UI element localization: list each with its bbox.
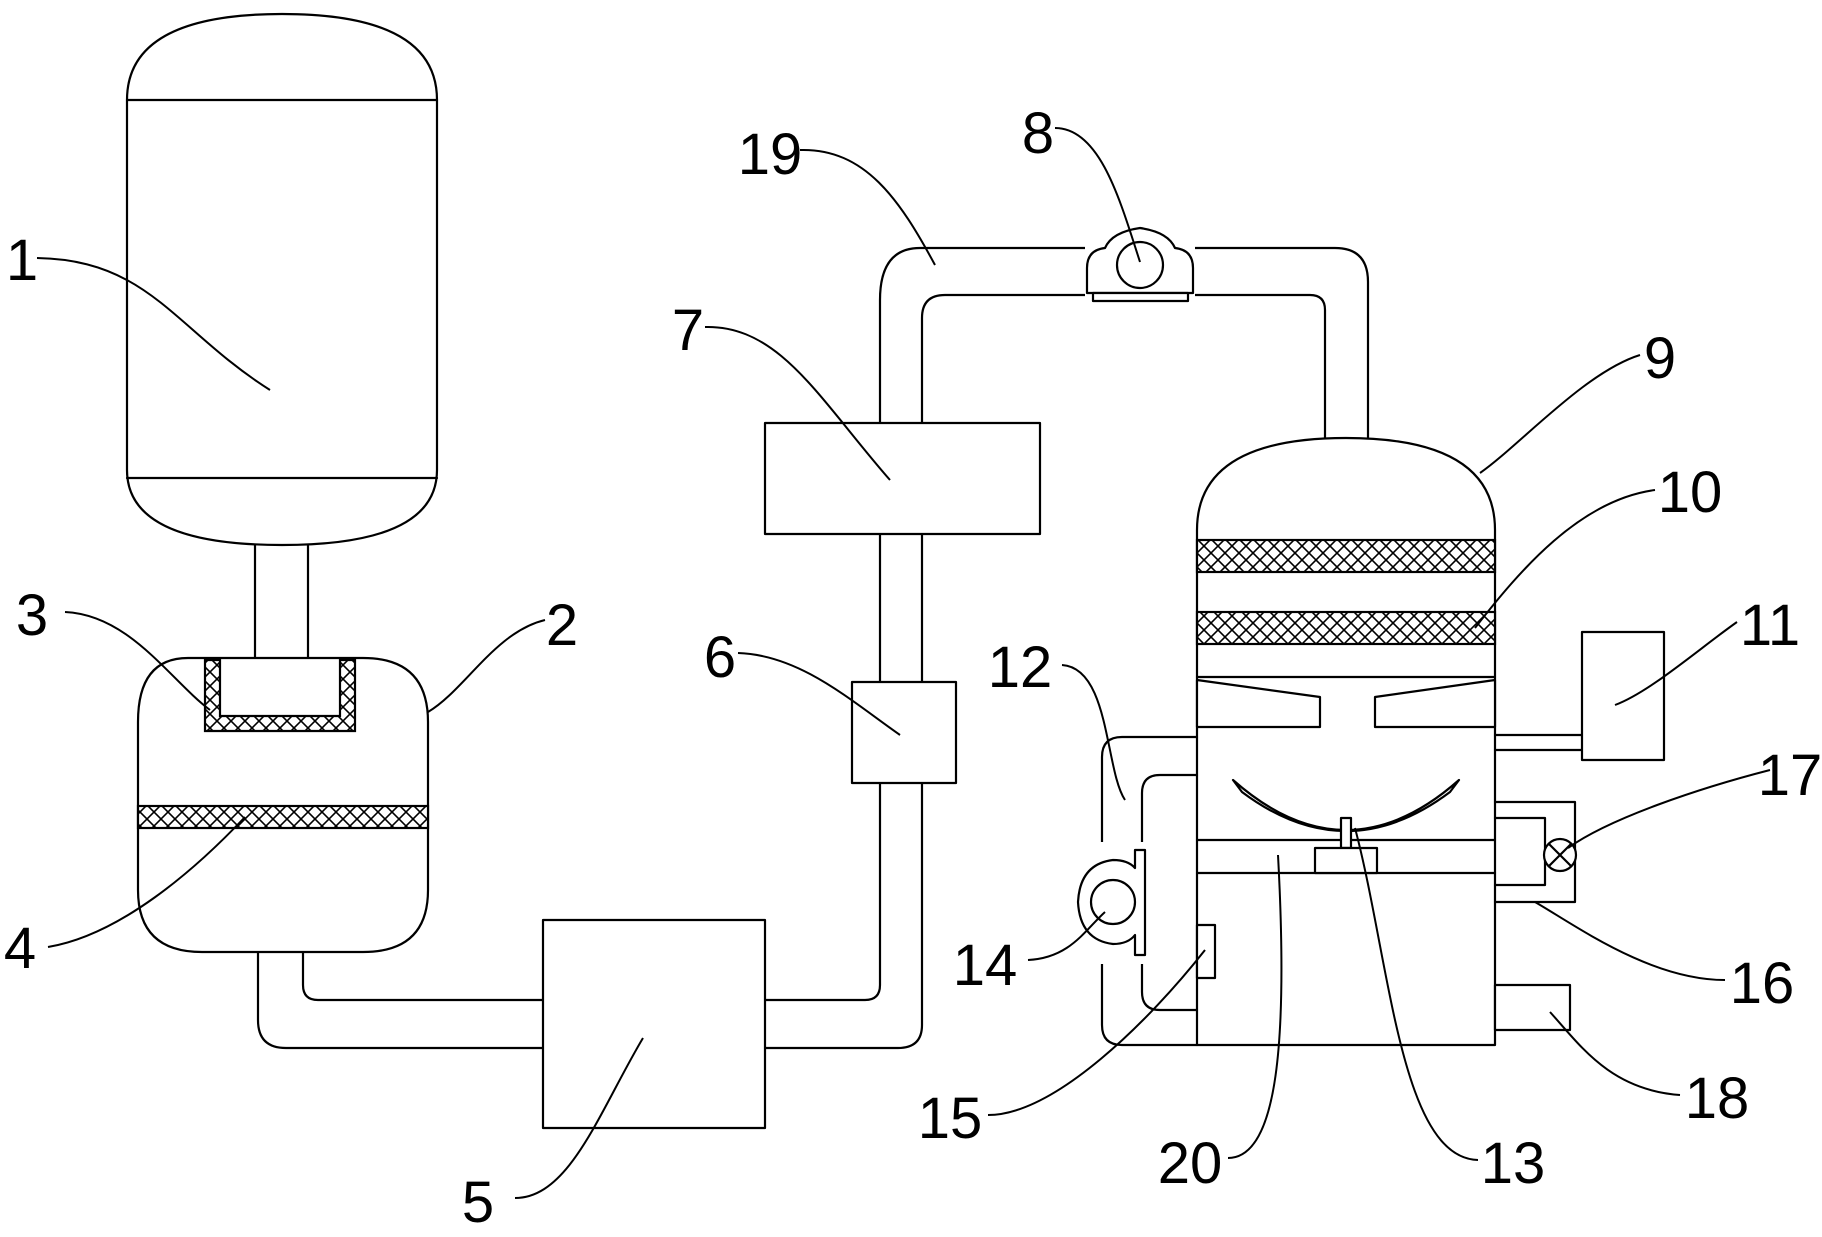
leader-3 [64,611,211,711]
leader-8 [1054,127,1141,263]
tank-1 [125,12,439,547]
label-16: 16 [1730,951,1795,1016]
leader-18 [1549,1011,1681,1096]
leader-17 [1567,769,1771,849]
mesh-basket-3 [203,658,357,733]
pipe-tank2-to-box5 [256,950,545,1050]
spray-nozzle-13 [1339,816,1353,850]
filter-layer-10a [1195,538,1497,574]
label-12: 12 [988,635,1053,700]
leader-1 [36,257,271,391]
box-5 [541,918,767,1130]
vessel-9 [1195,436,1497,1047]
pump-8 [1085,226,1195,303]
baffle-left [1195,678,1322,729]
leader-15 [987,949,1206,1116]
label-14: 14 [953,933,1018,998]
label-8: 8 [1022,101,1054,166]
component-11 [1493,630,1666,762]
label-20: 20 [1158,1131,1223,1196]
leader-13 [1354,827,1479,1161]
pipe-top-to-vessel [1188,246,1370,447]
label-4: 4 [4,916,36,981]
part-labels: 1 19 8 7 9 10 3 2 6 12 11 17 4 14 16 15 … [4,101,1822,1235]
label-18: 18 [1685,1066,1750,1131]
label-7: 7 [672,298,704,363]
baffle-right [1373,678,1497,729]
leader-14 [1027,911,1106,961]
pipe-right-vertical [763,246,1092,1050]
spray-bowl-13 [1231,778,1461,833]
leader-5 [514,1037,644,1199]
leader-4 [47,816,246,948]
filter-layer-4 [136,804,430,830]
label-13: 13 [1481,1131,1546,1196]
label-9: 9 [1644,326,1676,391]
label-3: 3 [16,583,48,648]
sensor-15 [1195,923,1217,980]
nozzle-base [1313,846,1379,875]
tank-2 [136,656,430,954]
component-18 [1493,983,1572,1032]
filter-layer-10b [1195,610,1497,646]
leader-lines [36,127,1771,1199]
leader-9 [1479,354,1641,474]
label-11: 11 [1740,593,1800,658]
connector-1-2 [253,543,310,664]
leader-12 [1061,664,1126,801]
leader-2 [427,619,546,713]
pump-14 [1076,842,1150,964]
leader-16 [1534,901,1726,981]
valve-17 [1542,837,1578,873]
label-19: 19 [738,122,803,187]
label-10: 10 [1658,460,1723,525]
label-2: 2 [546,593,578,658]
leader-6 [737,652,901,736]
label-17: 17 [1758,743,1822,808]
label-15: 15 [918,1086,983,1151]
leader-7 [704,325,891,481]
leader-20 [1227,854,1283,1159]
leader-10 [1474,489,1656,629]
component-6 [850,680,958,785]
leader-19 [799,148,936,266]
component-7 [763,421,1042,536]
label-6: 6 [704,625,736,690]
label-1: 1 [6,228,38,293]
leader-11 [1614,621,1738,706]
label-5: 5 [462,1170,494,1235]
